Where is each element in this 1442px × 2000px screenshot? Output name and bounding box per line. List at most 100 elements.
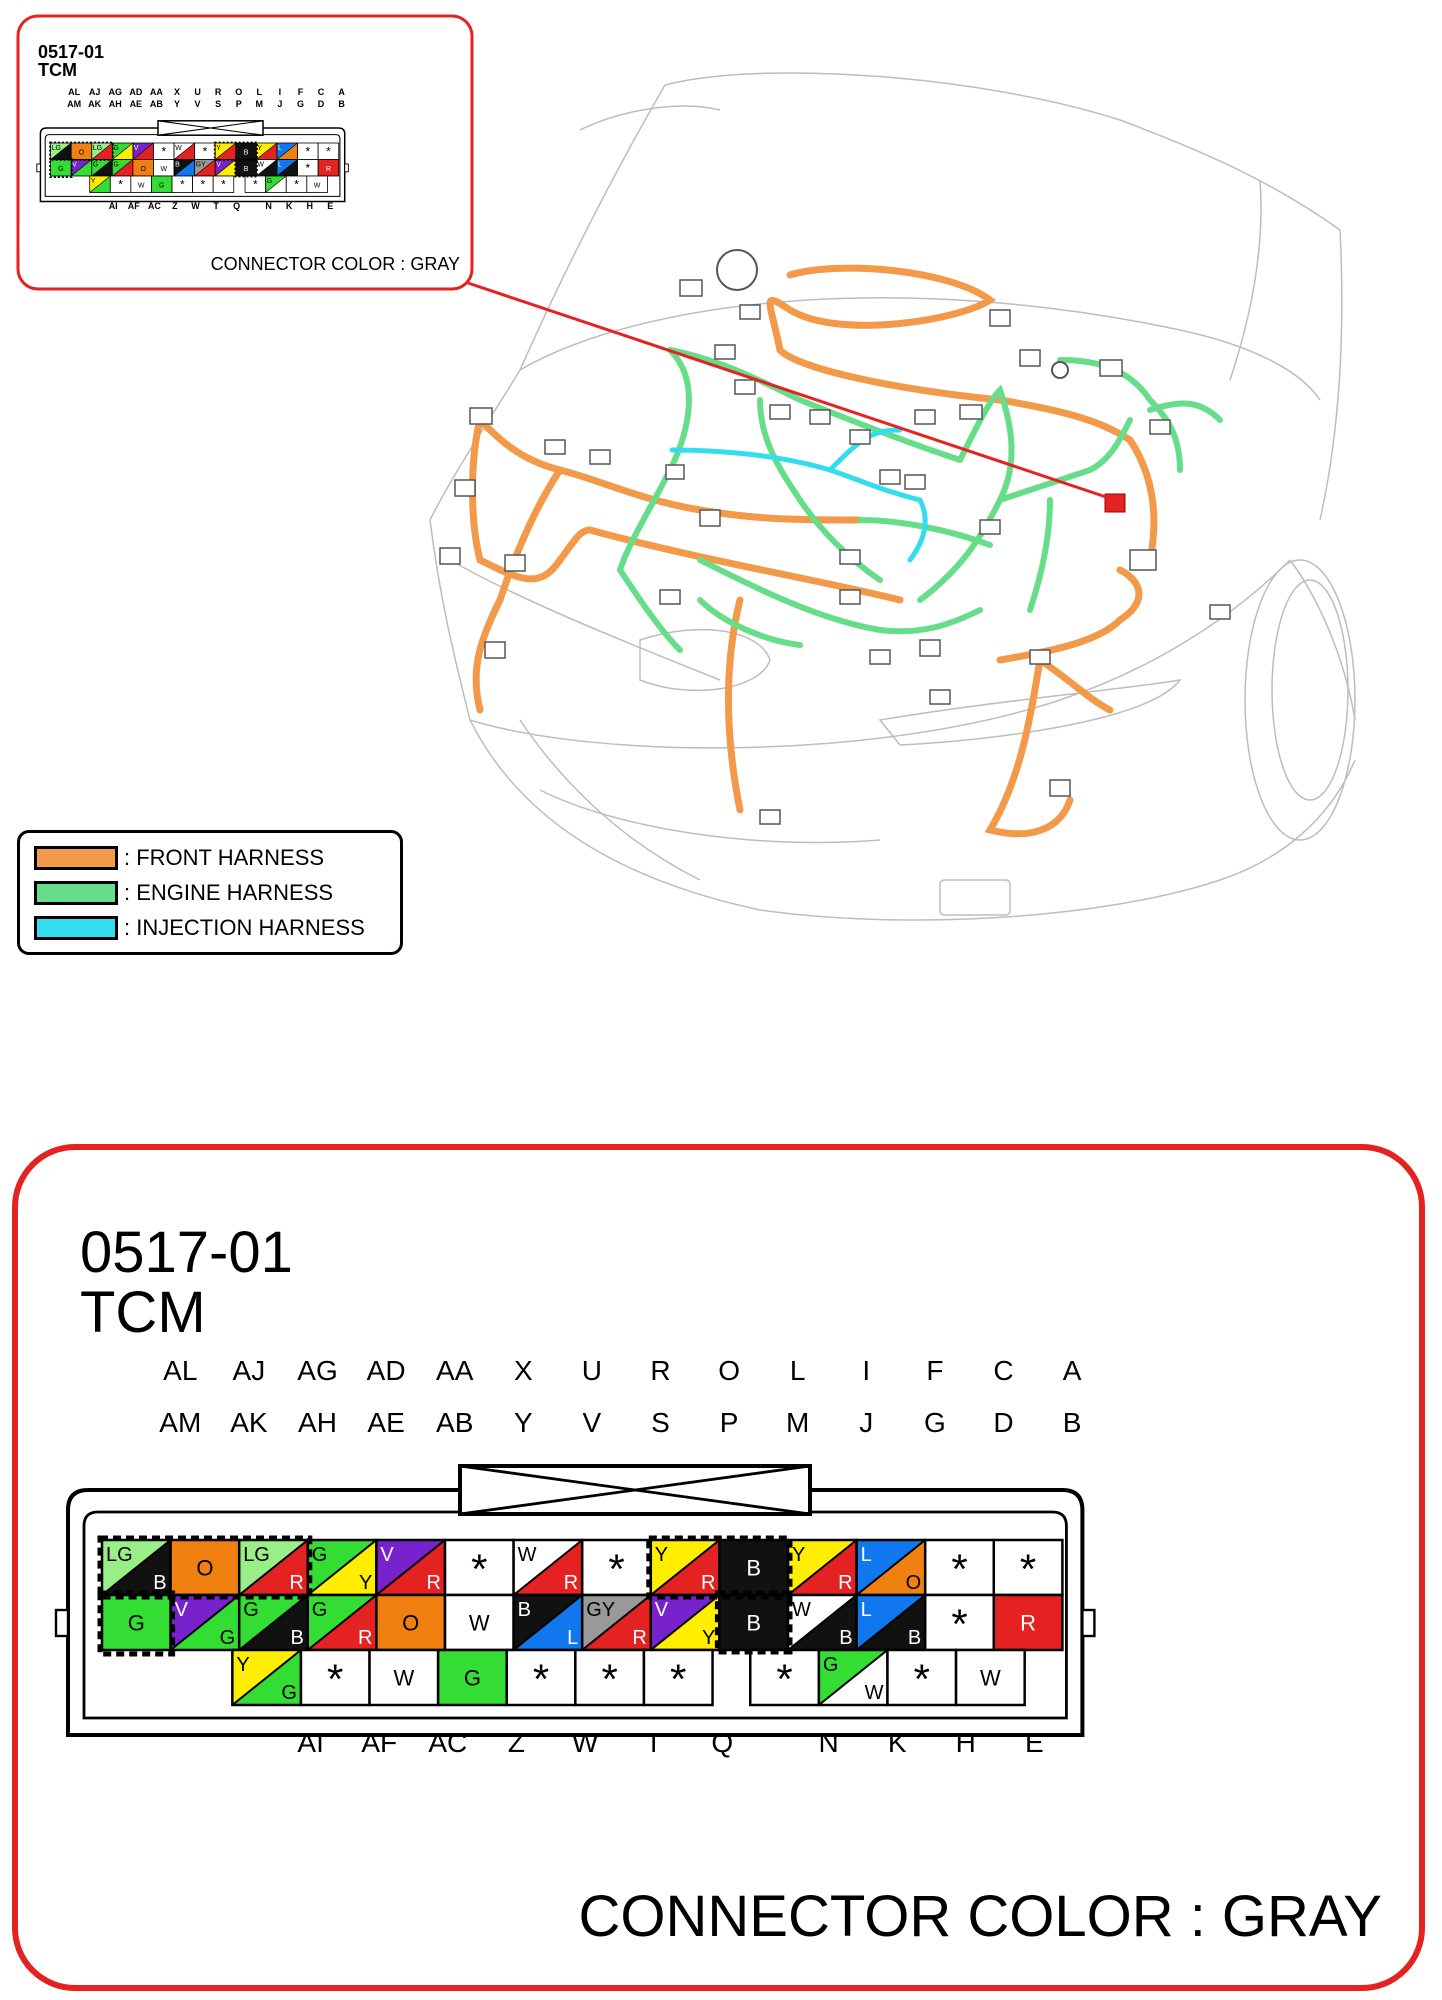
pin-label: Y [91, 178, 96, 185]
connector-pin: * [505, 1648, 577, 1707]
pin-label: Y [236, 1654, 249, 1676]
connector-pin: V [214, 159, 237, 177]
pin-label: Y [792, 1544, 805, 1566]
connector-pin: * [212, 175, 235, 193]
connector-inner-wall [82, 1510, 1068, 1720]
legend-item-injection: : INJECTION HARNESS [34, 915, 365, 941]
pin-label-top: AG [109, 87, 123, 97]
connector-pin: Y [214, 142, 237, 160]
pin-label-top: B [338, 99, 345, 109]
pin-label-top: V [195, 99, 201, 109]
pin-label: W [257, 162, 264, 169]
connector-pin: GY R [580, 1593, 653, 1652]
pin-label-top: L [790, 1355, 806, 1386]
connector-pin: W [306, 175, 328, 193]
pin-label-top: L [257, 87, 263, 97]
pin-label: R [632, 1627, 646, 1649]
pin-label: V [134, 145, 139, 152]
connector-pin: VG [169, 1593, 241, 1652]
pin-label-top: AB [436, 1407, 473, 1438]
connector-pin: O [70, 142, 93, 160]
connector-pin: GR [306, 1593, 378, 1652]
pin-label: G [312, 1599, 328, 1621]
pin-label: L [278, 145, 282, 152]
connector-pin: V [70, 159, 93, 177]
pin-label-star: * [776, 1656, 792, 1703]
pin-label: V [655, 1599, 669, 1621]
connector-pin: W [255, 159, 278, 177]
pin-label: R [358, 1627, 372, 1649]
connector-pin: * [749, 1648, 821, 1707]
pin-label: G [58, 166, 63, 173]
pin-label: O [140, 166, 146, 173]
connector-pin: * [171, 175, 194, 193]
connector-pin: R [992, 1593, 1064, 1652]
pin-label-top: D [318, 99, 325, 109]
pin-label: B [908, 1627, 921, 1649]
pin-label: W [160, 166, 167, 173]
connector-pin: YG [231, 1648, 303, 1707]
shielded-pin-group [49, 141, 114, 161]
pin-label: L [861, 1544, 872, 1566]
pin-label: GY [586, 1599, 615, 1621]
pin-label-star: * [601, 1656, 617, 1703]
connector-pin: * [297, 142, 319, 160]
connector-pin: B [235, 159, 257, 177]
pin-label-top: X [514, 1355, 533, 1386]
pin-label-bottom: N [265, 201, 272, 211]
pin-label-bottom: Q [233, 201, 240, 211]
pin-label-top: Y [174, 99, 180, 109]
connector-pin: VY [649, 1593, 721, 1652]
connector-blocks [439, 279, 1231, 825]
pin-label-top: AA [150, 87, 163, 97]
connector-pin: O [375, 1593, 447, 1652]
connector-pin: WB [786, 1593, 858, 1652]
pin-label: W [865, 1682, 884, 1704]
pin-label-top: X [174, 87, 180, 97]
connector-pin: G [151, 175, 173, 193]
pin-label-top: S [215, 99, 221, 109]
pin-label-bottom: AI [109, 201, 118, 211]
connector-side-tab [54, 1608, 70, 1638]
pin-label-top: C [993, 1355, 1013, 1386]
connector-pin: W [173, 142, 196, 160]
pin-label-top: AK [230, 1407, 268, 1438]
connector-pin: GW [817, 1648, 889, 1707]
pin-label: R [427, 1572, 441, 1594]
connector-pin: V [132, 142, 154, 160]
pin-label-top: F [926, 1355, 943, 1386]
injector-rings [716, 249, 1069, 379]
front-harness-swatch [34, 846, 118, 870]
pin-label-top: AH [109, 99, 122, 109]
connector-pin: G [111, 159, 134, 177]
connector-pin: B [173, 159, 196, 177]
front-harness [469, 264, 1158, 838]
pin-label-top: J [859, 1407, 873, 1438]
pin-label-star: * [203, 144, 208, 158]
pin-label: B [244, 166, 249, 173]
pin-label: W [980, 1666, 1001, 1691]
connector-pin: * [923, 1593, 996, 1652]
pin-label: G [267, 178, 272, 185]
pin-label-top: AE [367, 1407, 404, 1438]
pin-label-top: C [318, 87, 325, 97]
pin-label: R [701, 1572, 715, 1594]
pin-label-star: * [327, 1656, 343, 1703]
pin-label-top: M [256, 99, 264, 109]
connector-pin: L [276, 159, 298, 177]
pin-label: R [564, 1572, 578, 1594]
pin-label-star: * [471, 1546, 487, 1593]
pin-label-top: R [650, 1355, 670, 1386]
pin-label-bottom: AC [148, 201, 161, 211]
shielded-pin-group [97, 1535, 313, 1600]
connector-pin: * [109, 175, 132, 193]
pin-label-star: * [914, 1656, 930, 1703]
pin-label: R [326, 166, 331, 173]
pin-label: Y [702, 1627, 715, 1649]
pin-label: V [216, 162, 221, 169]
connector-pin: LB [855, 1593, 927, 1652]
pin-label: G [93, 162, 98, 169]
pin-label-bottom: K [286, 201, 293, 211]
connector-pin: GY [306, 1538, 378, 1597]
pin-label: L [278, 162, 282, 169]
